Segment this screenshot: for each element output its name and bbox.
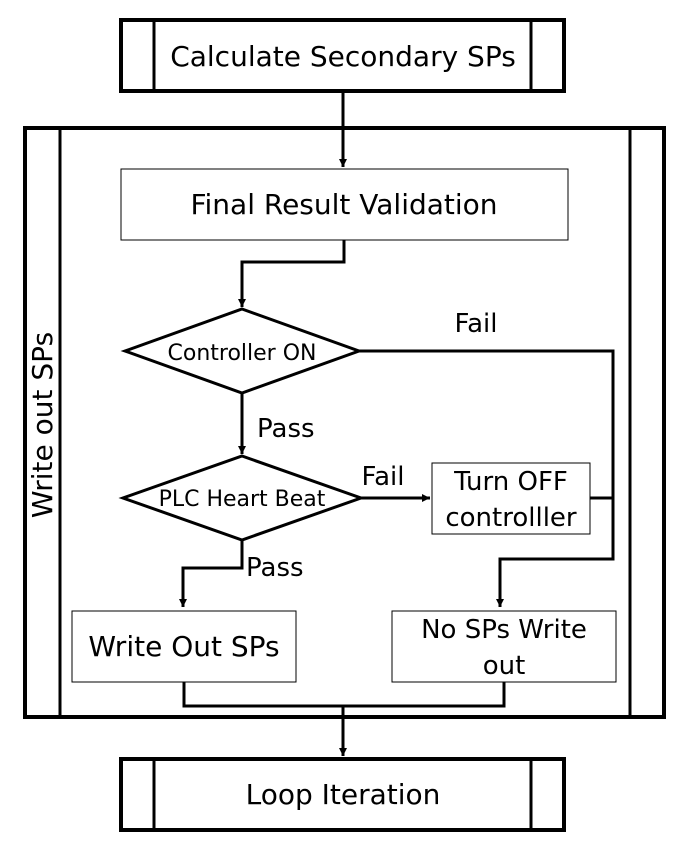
loop-iteration-label: Loop Iteration (246, 778, 441, 811)
controller-fail-label: Fail (455, 309, 498, 339)
arrow-validation-to-controller-on (238, 240, 346, 307)
no-sps-write-out-label-line1: No SPs Write (421, 615, 587, 645)
turn-off-controller-label-line2: controlller (445, 503, 577, 533)
no-sps-write-out-label-line2: out (483, 651, 526, 681)
write-out-sps-container: Write out SPs (23, 126, 666, 719)
plc-heart-beat-label: PLC Heart Beat (159, 487, 326, 512)
calculate-secondary-sps-label: Calculate Secondary SPs (170, 40, 516, 73)
controller-on-label: Controller ON (168, 341, 317, 366)
turn-off-controller-node: Turn OFF controlller (431, 462, 591, 535)
loop-iteration-node: Loop Iteration (119, 757, 566, 832)
write-out-sps-node: Write Out SPs (71, 610, 297, 683)
arrow-controller-fail-to-no-sps (359, 349, 615, 607)
arrow-plc-pass-to-write-out (179, 540, 244, 607)
no-sps-write-out-node: No SPs Write out (391, 610, 617, 683)
controller-on-decision: Controller ON (120, 307, 364, 395)
write-out-sps-container-label: Write out SPs (26, 332, 59, 518)
calculate-secondary-sps-node: Calculate Secondary SPs (119, 18, 566, 93)
write-out-sps-label: Write Out SPs (88, 630, 279, 663)
controller-pass-label: Pass (257, 414, 315, 444)
turn-off-controller-label-line1: Turn OFF (453, 467, 568, 497)
plc-fail-label: Fail (362, 462, 405, 492)
plc-pass-label: Pass (246, 553, 304, 583)
final-result-validation-node: Final Result Validation (120, 168, 569, 241)
plc-heart-beat-decision: PLC Heart Beat (118, 454, 366, 542)
final-result-validation-label: Final Result Validation (190, 188, 497, 221)
merge-connector (182, 682, 506, 708)
